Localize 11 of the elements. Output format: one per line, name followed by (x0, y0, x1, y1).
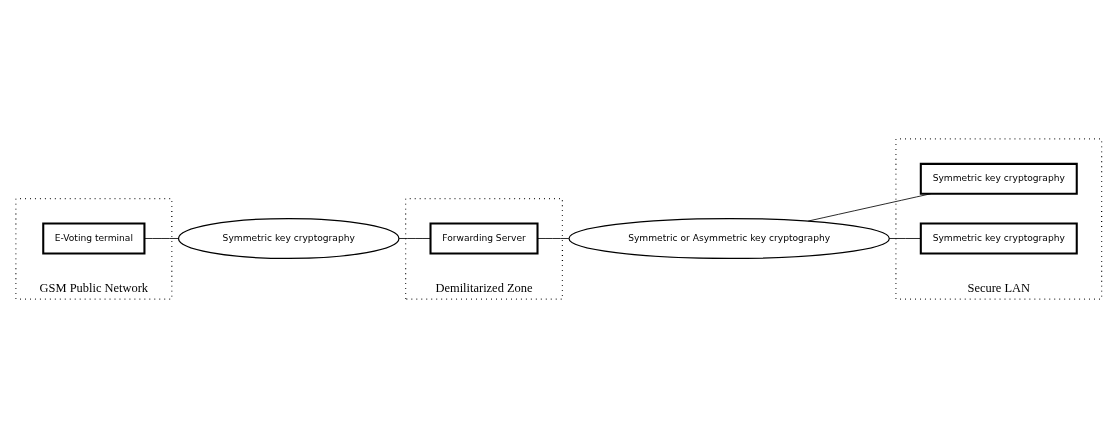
node-ellipse: Symmetric or Asymmetric key cryptography (568, 217, 890, 259)
node-ellipse: Symmetric key cryptography (177, 217, 400, 259)
node-box: Forwarding Server (429, 222, 539, 254)
node-box: E-Voting terminal (42, 222, 146, 254)
connector (537, 237, 570, 239)
node-box: Symmetric key cryptography (919, 222, 1078, 254)
connector (888, 237, 922, 239)
node-box: Symmetric key cryptography (919, 162, 1078, 195)
connector (807, 192, 932, 221)
connector (398, 237, 431, 239)
connector (144, 237, 179, 239)
